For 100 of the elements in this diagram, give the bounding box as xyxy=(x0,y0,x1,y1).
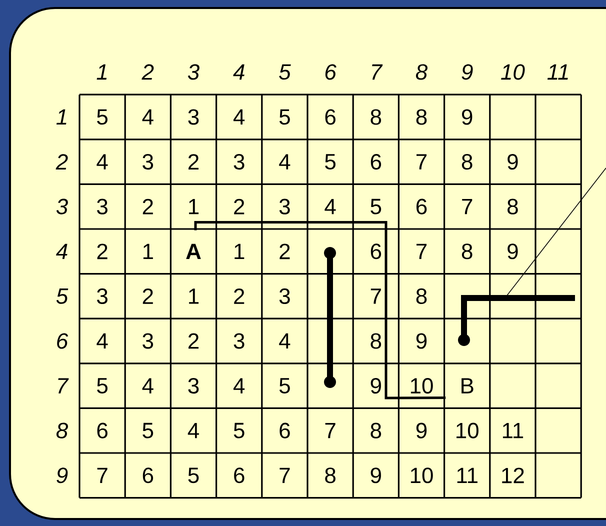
column-number: 3 xyxy=(188,64,200,80)
cell-value: 3 xyxy=(279,288,290,304)
column-number: 7 xyxy=(372,64,383,80)
cell-value: 1 xyxy=(189,199,199,214)
cell-value: 6 xyxy=(97,422,108,438)
cell-value: 8 xyxy=(416,288,427,304)
cell-value: 12 xyxy=(502,468,524,484)
cell-value: 8 xyxy=(370,109,382,125)
cell-value: 7 xyxy=(370,288,381,304)
column-number: 6 xyxy=(325,64,336,80)
cell-value: 10 xyxy=(456,422,478,438)
cell-value: 11 xyxy=(457,468,478,483)
cell-value: 7 xyxy=(325,423,336,438)
row-number: 9 xyxy=(56,468,68,484)
cell-value: 5 xyxy=(234,422,244,438)
cell-value: 3 xyxy=(97,288,108,304)
cell-value: 6 xyxy=(142,468,154,484)
cell-value: 8 xyxy=(462,154,472,170)
cell-value: 2 xyxy=(234,198,244,214)
cell-value: 8 xyxy=(416,109,427,125)
cell-value: 5 xyxy=(325,154,336,170)
column-number: 2 xyxy=(142,64,154,80)
cell-value: 7 xyxy=(280,468,290,483)
cell-value: 7 xyxy=(416,154,427,170)
cell-value: 4 xyxy=(279,154,290,170)
cell-value: 9 xyxy=(508,244,518,260)
cell-value: 8 xyxy=(370,422,382,438)
cell-value: 5 xyxy=(279,109,290,125)
cell-value: 10 xyxy=(410,378,433,394)
cell-value: 6 xyxy=(234,468,244,484)
cell-value: 6 xyxy=(370,154,382,170)
cell-value: 10 xyxy=(410,468,433,484)
cell-value: 1 xyxy=(234,244,244,259)
cell-value: 3 xyxy=(97,198,108,214)
cell-value: 9 xyxy=(462,109,472,125)
cell-value: 6 xyxy=(280,422,290,438)
row-number: 8 xyxy=(56,422,68,438)
cell-value: 5 xyxy=(97,378,108,394)
terminal-letter: B xyxy=(462,378,474,394)
column-number: 9 xyxy=(462,64,473,80)
cell-value: 3 xyxy=(142,333,154,349)
cell-value: 7 xyxy=(462,199,472,214)
cell-value: 4 xyxy=(324,199,336,214)
cell-value: 5 xyxy=(370,198,382,214)
cell-value: 6 xyxy=(325,109,336,125)
column-number: 11 xyxy=(547,64,568,80)
cell-value: 2 xyxy=(142,198,153,214)
cell-value: 3 xyxy=(279,198,290,214)
cell-value: 7 xyxy=(97,468,108,483)
column-number: 10 xyxy=(501,64,525,80)
cell-value: 1 xyxy=(143,244,153,259)
cell-value: 7 xyxy=(416,244,427,259)
column-number: 4 xyxy=(233,64,244,80)
terminal-letter: A xyxy=(186,244,201,259)
cell-value: 2 xyxy=(188,333,199,349)
cell-value: 11 xyxy=(502,423,524,438)
cell-value: 4 xyxy=(188,423,199,438)
cell-value: 2 xyxy=(280,244,290,260)
row-number: 7 xyxy=(58,378,69,394)
cell-value: 9 xyxy=(416,333,427,349)
cell-value: 5 xyxy=(142,422,154,438)
cell-value: 5 xyxy=(188,468,199,484)
row-number: 4 xyxy=(56,244,68,259)
cell-value: 3 xyxy=(142,154,154,170)
row-number: 5 xyxy=(56,288,68,304)
cell-value: 4 xyxy=(142,378,154,394)
cell-value: 8 xyxy=(370,333,382,349)
cell-value: 4 xyxy=(96,333,108,349)
cell-value: 9 xyxy=(370,378,381,394)
cell-value: 3 xyxy=(234,333,244,349)
column-number: 5 xyxy=(279,64,291,80)
cell-value: 8 xyxy=(508,198,518,214)
cell-value: 1 xyxy=(189,288,199,304)
cell-value: 5 xyxy=(97,109,108,125)
cell-value: 2 xyxy=(142,288,153,304)
column-number: 8 xyxy=(416,64,428,80)
cell-value: 4 xyxy=(96,154,108,170)
row-number: 2 xyxy=(56,154,68,170)
column-number: 1 xyxy=(96,64,107,80)
cell-value: 4 xyxy=(279,333,290,349)
cell-value: 8 xyxy=(325,468,336,484)
row-number: 1 xyxy=(56,109,66,125)
cell-value: 2 xyxy=(234,288,244,304)
cell-value: 9 xyxy=(508,154,518,170)
cell-value: 9 xyxy=(370,468,381,484)
cell-value: 3 xyxy=(188,378,199,394)
cell-value: 4 xyxy=(142,109,154,125)
cell-value: 4 xyxy=(233,378,245,394)
cell-value: 9 xyxy=(416,422,427,438)
cell-value: 8 xyxy=(462,244,472,260)
cell-value: 3 xyxy=(188,109,199,125)
row-number: 6 xyxy=(57,333,68,349)
cell-value: 2 xyxy=(188,154,199,170)
cell-value: 4 xyxy=(233,109,245,125)
route-line xyxy=(194,221,446,400)
cell-value: 6 xyxy=(416,198,427,214)
cell-value: 6 xyxy=(370,244,382,260)
cell-value: 3 xyxy=(234,154,244,170)
cell-value: 5 xyxy=(279,378,290,394)
row-number: 3 xyxy=(56,198,68,214)
